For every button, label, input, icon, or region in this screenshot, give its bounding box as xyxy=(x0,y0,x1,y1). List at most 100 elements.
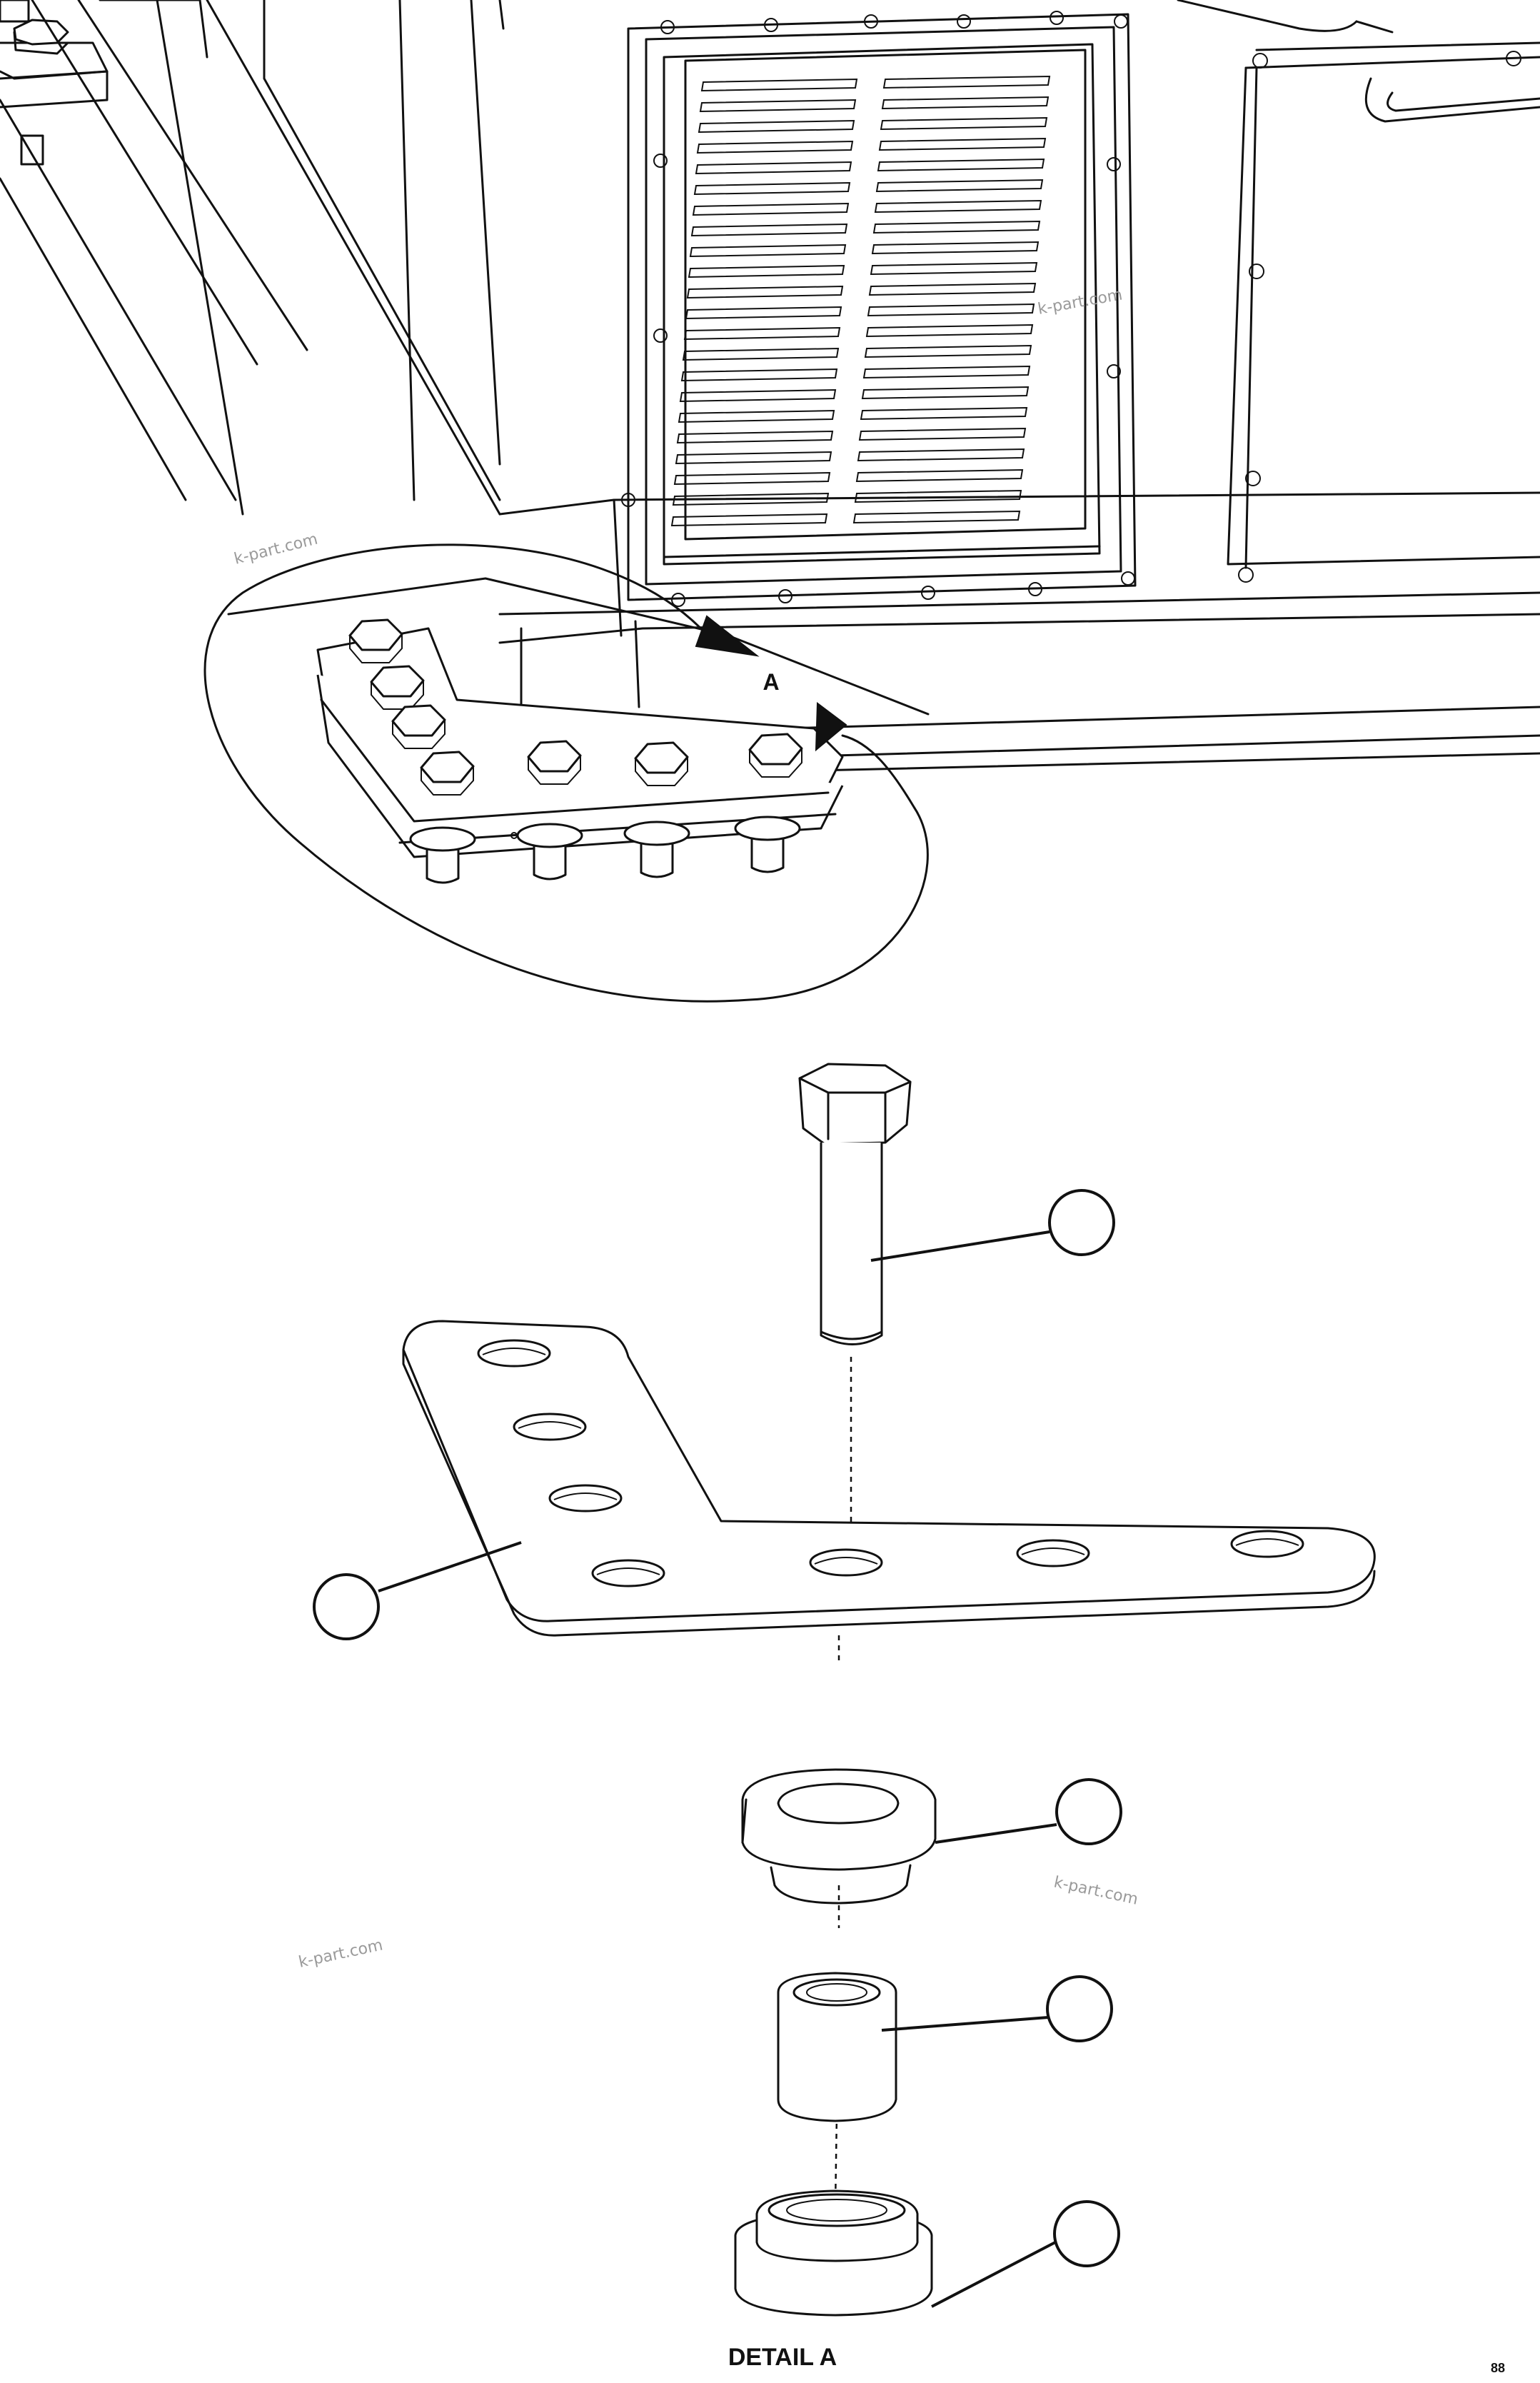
lower-mount xyxy=(734,2189,933,2317)
screw-head xyxy=(1107,364,1121,378)
grille-screws xyxy=(621,11,1135,607)
grille-louver xyxy=(682,347,840,361)
grille-louver xyxy=(686,285,844,299)
upper-mount xyxy=(741,1768,937,1905)
grille-louver xyxy=(857,448,1025,462)
grille-louver xyxy=(676,430,834,444)
grille-louver xyxy=(861,386,1030,400)
bracket-stud-ends xyxy=(409,816,801,884)
plate-hole xyxy=(1230,1530,1304,1558)
detail-arrow-upper xyxy=(695,615,760,657)
grille-louver xyxy=(852,510,1021,524)
grille-louver xyxy=(685,306,842,320)
screw-head xyxy=(1107,157,1121,171)
grille-louver xyxy=(880,116,1048,131)
watermark: k-part.com xyxy=(1052,1873,1139,1908)
stud-washer xyxy=(516,823,583,848)
bracket-assembly xyxy=(227,577,930,884)
grille-louver xyxy=(864,344,1032,358)
grille-louver xyxy=(699,99,857,113)
screw-head xyxy=(864,14,878,29)
detail-callout-ellipse: A xyxy=(203,543,929,1003)
grille-louver xyxy=(868,282,1037,296)
corner-bolt-cluster xyxy=(0,0,109,166)
plate-hole-edge xyxy=(553,1492,618,1500)
grille-louver xyxy=(882,75,1051,89)
plate-hole-edge xyxy=(596,1567,660,1575)
plate xyxy=(402,1320,1376,1637)
grille-louver xyxy=(877,158,1045,172)
watermark: k-part.com xyxy=(297,1937,384,1972)
grille-louver xyxy=(696,140,854,154)
grille-louver xyxy=(871,241,1040,255)
figure-code: 88 xyxy=(1491,2361,1505,2375)
grille-louver xyxy=(875,179,1044,193)
screw-head xyxy=(778,589,792,603)
stud-end xyxy=(750,839,785,873)
grille-louver xyxy=(679,388,837,403)
grille-louver xyxy=(670,513,828,527)
plate-hole xyxy=(591,1559,665,1587)
access-door xyxy=(1177,0,1540,583)
bolt xyxy=(798,1063,912,1345)
plate-hole-edge xyxy=(518,1421,582,1429)
plate-hole-edge xyxy=(1021,1547,1085,1555)
grille-louver xyxy=(695,161,852,175)
stud-end xyxy=(640,844,674,878)
plate-holes xyxy=(477,1339,1304,1587)
grille-louver xyxy=(854,489,1022,503)
callout-plate xyxy=(313,1541,522,1640)
stud-washer xyxy=(734,816,801,841)
grille-louver xyxy=(689,244,847,258)
bolt-head-side xyxy=(635,757,688,786)
callout-lower-mount xyxy=(931,2200,1120,2308)
screw-head xyxy=(957,14,971,29)
detail-title: DETAIL A xyxy=(728,2344,837,2371)
frame-members xyxy=(0,0,505,516)
plate-hole xyxy=(1016,1539,1090,1567)
grille-louver xyxy=(690,223,848,237)
bolt-head-side xyxy=(528,756,581,785)
bolt-head xyxy=(348,618,403,651)
plate-hole xyxy=(809,1548,883,1577)
grille-louver xyxy=(870,261,1038,276)
plate-hole-edge xyxy=(1235,1538,1299,1546)
screw-head xyxy=(671,593,685,607)
grille-louver xyxy=(688,264,845,279)
grille-louver xyxy=(858,427,1027,441)
grille-louver xyxy=(874,199,1042,214)
bolt-head-side xyxy=(392,720,446,749)
bolt-head-side xyxy=(349,634,403,663)
callout-spacer-sleeve xyxy=(881,1975,1113,2042)
grille-louver xyxy=(881,96,1050,110)
ventilation-grille xyxy=(621,11,1137,607)
plate-hole xyxy=(477,1339,551,1368)
grille-louver xyxy=(860,406,1028,421)
grille-louver xyxy=(698,119,855,134)
grille-louver xyxy=(693,181,851,196)
screw-head xyxy=(1028,582,1042,596)
stud-washer xyxy=(623,821,690,846)
screw-head xyxy=(1114,14,1128,29)
grille-louver xyxy=(855,468,1024,483)
grille-louver xyxy=(700,78,858,92)
grille-louver xyxy=(680,368,838,382)
grille-louver xyxy=(867,303,1035,317)
stud-end xyxy=(426,850,460,884)
screw-head xyxy=(653,328,668,343)
spacer-sleeve xyxy=(777,1972,897,2122)
grille-louver xyxy=(872,220,1041,234)
bolt-head-side xyxy=(749,748,802,778)
grille-louver xyxy=(865,323,1034,338)
grille-louver xyxy=(672,492,830,506)
grille-louver xyxy=(692,202,850,216)
screw-head xyxy=(653,154,668,168)
bracket-bolt-heads xyxy=(348,618,803,796)
exploded-detail xyxy=(313,1063,1376,2317)
plate-hole-edge xyxy=(482,1348,546,1355)
plate-hole xyxy=(548,1484,623,1512)
detail-arrow-lower xyxy=(815,702,847,752)
watermark: k-part.com xyxy=(232,531,319,568)
stud-end xyxy=(533,846,567,881)
